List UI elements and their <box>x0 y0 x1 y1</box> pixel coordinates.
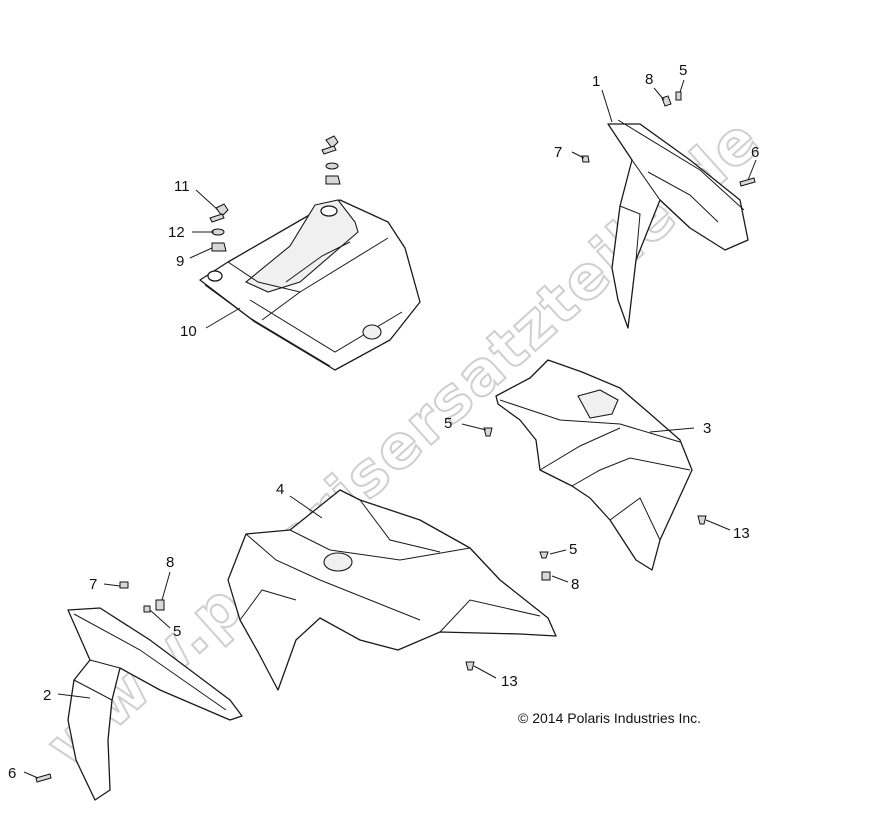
side-guard-part-2 <box>67 607 243 801</box>
callout-5: 5 <box>679 62 687 79</box>
fastener-6-left <box>35 773 52 783</box>
callout-12: 12 <box>168 224 185 241</box>
fastener-8-top <box>661 95 672 107</box>
callout-13: 13 <box>501 673 518 690</box>
fastener-5-mid <box>539 551 549 559</box>
callout-6: 6 <box>8 765 16 782</box>
leader-lines <box>23 79 757 779</box>
callout-13: 13 <box>733 525 750 542</box>
hood-fasteners <box>209 135 341 252</box>
fastener-8-mid <box>541 571 551 581</box>
fastener-7-left <box>119 581 129 589</box>
callout-7: 7 <box>554 144 562 161</box>
callout-5: 5 <box>173 623 181 640</box>
fastener-7-top <box>581 155 590 163</box>
fastener-8-left <box>155 599 165 611</box>
copyright-notice: © 2014 Polaris Industries Inc. <box>518 710 702 726</box>
callout-10: 10 <box>180 323 197 340</box>
callout-1: 1 <box>592 73 600 90</box>
callout-5: 5 <box>444 415 452 432</box>
hood-panel-part-10 <box>199 199 421 371</box>
callout-7: 7 <box>89 576 97 593</box>
fastener-5-top <box>675 91 682 101</box>
callout-4: 4 <box>276 481 284 498</box>
fastener-5-right <box>483 427 493 437</box>
fastener-13-right <box>697 515 707 525</box>
callout-8: 8 <box>166 554 174 571</box>
callout-11: 11 <box>174 178 190 195</box>
callout-6: 6 <box>751 144 759 161</box>
fastener-13-left <box>465 661 475 671</box>
fender-part-3 <box>495 359 693 571</box>
callout-2: 2 <box>43 687 51 704</box>
callout-8: 8 <box>571 576 579 593</box>
callout-5: 5 <box>569 541 577 558</box>
fender-part-4 <box>227 489 557 691</box>
fastener-5-left <box>143 605 151 613</box>
fastener-6-top <box>739 177 756 187</box>
callout-8: 8 <box>645 71 653 88</box>
callout-labels: 1 8 5 7 6 11 12 9 10 5 3 4 13 5 8 7 8 5 … <box>8 62 759 782</box>
callout-9: 9 <box>176 253 184 270</box>
side-guard-part-1 <box>607 119 749 329</box>
callout-3: 3 <box>703 420 711 437</box>
